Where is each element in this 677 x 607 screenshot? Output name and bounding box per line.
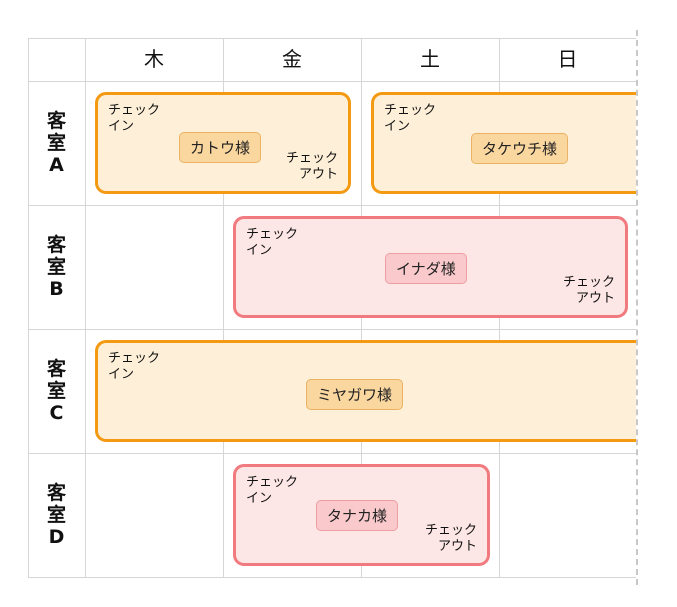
day-header-friday: 金 xyxy=(282,47,302,71)
grid-line xyxy=(28,38,29,578)
room-label-char: D xyxy=(48,526,65,548)
room-label-char: A xyxy=(49,154,64,176)
grid-line xyxy=(28,453,636,454)
room-header-c: 客 室 C xyxy=(28,329,85,453)
room-label-char: 客 xyxy=(46,482,66,504)
check-in-label: チェック イン xyxy=(384,103,436,135)
check-out-line: チェック xyxy=(285,151,338,166)
check-in-line: イン xyxy=(108,119,135,134)
check-in-line: イン xyxy=(246,491,273,506)
check-out-line: チェック xyxy=(424,523,477,538)
grid-line xyxy=(28,577,636,578)
check-in-line: イン xyxy=(246,243,273,258)
calendar-continuation-edge xyxy=(636,30,638,585)
grid-line xyxy=(28,205,636,206)
grid-line xyxy=(28,81,636,82)
check-out-label: チェック アウト xyxy=(563,275,615,307)
guest-name-badge[interactable]: タケウチ様 xyxy=(471,133,569,164)
check-in-line: チェック xyxy=(108,351,161,366)
room-label-char: 室 xyxy=(46,256,66,278)
room-label-char: 室 xyxy=(46,132,66,154)
check-out-label: チェック アウト xyxy=(425,523,477,555)
room-label-char: 客 xyxy=(46,234,66,256)
room-label-char: 室 xyxy=(46,380,66,402)
booking-kato[interactable]: チェック イン カトウ様 チェック アウト xyxy=(95,92,351,194)
guest-name-badge[interactable]: タナカ様 xyxy=(316,500,399,531)
guest-name-badge[interactable]: カトウ様 xyxy=(179,132,262,163)
check-in-line: チェック xyxy=(246,475,299,490)
check-in-line: チェック xyxy=(108,103,161,118)
check-in-label: チェック イン xyxy=(246,227,298,259)
booking-inada[interactable]: チェック イン イナダ様 チェック アウト xyxy=(233,216,628,318)
check-in-label: チェック イン xyxy=(246,475,298,507)
day-header-sunday: 日 xyxy=(557,47,578,71)
guest-name-badge[interactable]: ミヤガワ様 xyxy=(306,379,404,410)
check-in-label: チェック イン xyxy=(108,351,160,383)
grid-line xyxy=(28,329,636,330)
check-out-line: チェック xyxy=(562,275,615,290)
room-label-char: C xyxy=(49,402,64,424)
grid-line xyxy=(85,38,86,578)
check-out-label: チェック アウト xyxy=(286,151,338,183)
booking-takeuchi[interactable]: チェック イン タケウチ様 xyxy=(371,92,636,194)
room-header-b: 客 室 B xyxy=(28,205,85,329)
room-label-char: 室 xyxy=(46,504,66,526)
room-header-a: 客 室 A xyxy=(28,81,85,205)
day-header-thursday: 木 xyxy=(144,47,164,71)
grid-line xyxy=(223,38,224,578)
check-in-label: チェック イン xyxy=(108,103,160,135)
check-in-line: イン xyxy=(108,367,135,382)
grid-line xyxy=(28,38,636,39)
room-header-d: 客 室 D xyxy=(28,453,85,577)
check-out-line: アウト xyxy=(298,167,338,182)
day-header-saturday: 土 xyxy=(420,47,440,71)
check-in-line: イン xyxy=(384,119,411,134)
check-out-line: アウト xyxy=(437,539,477,554)
check-in-line: チェック xyxy=(384,103,437,118)
booking-miyagawa[interactable]: チェック イン ミヤガワ様 xyxy=(95,340,636,442)
room-label-char: B xyxy=(49,278,64,300)
booking-tanaka[interactable]: チェック イン タナカ様 チェック アウト xyxy=(233,464,490,566)
check-out-line: アウト xyxy=(575,291,615,306)
guest-name-badge[interactable]: イナダ様 xyxy=(385,253,467,284)
room-label-char: 客 xyxy=(46,358,66,380)
room-label-char: 客 xyxy=(46,110,66,132)
check-in-line: チェック xyxy=(246,227,299,242)
